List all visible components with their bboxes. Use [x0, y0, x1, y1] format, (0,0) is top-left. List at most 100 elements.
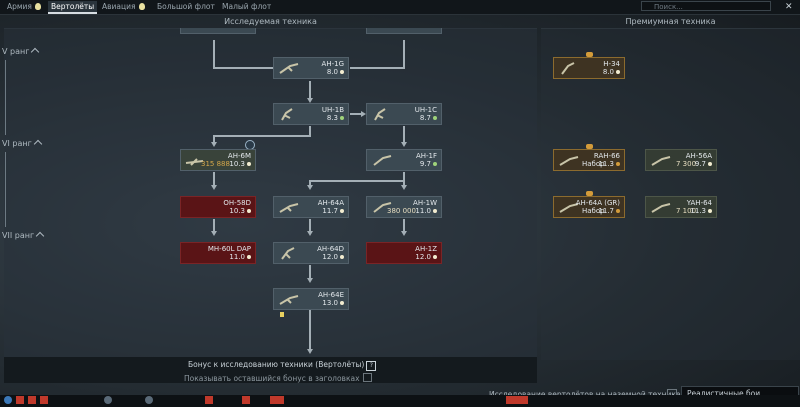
tree-connector: [309, 180, 311, 186]
tab-coastal-fleet[interactable]: Малый флот: [222, 2, 272, 11]
battle-rating-icon: [616, 162, 620, 166]
vehicle-card-ah-1w[interactable]: AH-1W 380 000 11.0: [366, 196, 442, 218]
status-icon[interactable]: [270, 396, 284, 404]
helicopter-icon: [279, 203, 299, 213]
battle-rating-icon: [247, 162, 251, 166]
status-icon[interactable]: [205, 396, 213, 404]
status-icon[interactable]: [4, 396, 12, 404]
tree-connector: [309, 126, 311, 136]
premium-crown-icon: [586, 191, 593, 196]
vehicle-card-ah-64e[interactable]: AH-64E 13.0: [273, 288, 349, 310]
vehicle-card-mh-60l-dap[interactable]: MH-60L DAP 11.0: [180, 242, 256, 264]
vehicle-card-uh-1c[interactable]: UH-1C 8.7: [366, 103, 442, 125]
chevron-up-icon: [35, 231, 45, 241]
tree-connector: [213, 40, 215, 68]
rank-divider: [5, 60, 6, 135]
top-tab-bar: [0, 0, 800, 15]
vehicle-card-ah-6m[interactable]: AH-6M 315 888 10.3: [180, 149, 256, 171]
vehicle-card-ah-64a[interactable]: AH-64A 11.7: [273, 196, 349, 218]
tree-connector: [213, 67, 273, 69]
close-icon[interactable]: ✕: [785, 2, 793, 12]
tab-helicopters[interactable]: Вертолёты: [48, 1, 98, 14]
premium-card-h-34[interactable]: H-34 8.0: [553, 57, 625, 79]
arrow-down-icon: [307, 98, 313, 103]
rank-6-label[interactable]: VI ранг: [2, 139, 43, 149]
status-icon[interactable]: [104, 396, 112, 404]
arrow-down-icon: [401, 185, 407, 190]
rank-5-label[interactable]: V ранг: [2, 47, 40, 57]
arrow-down-icon: [211, 185, 217, 190]
tree-connector: [309, 265, 311, 279]
chevron-up-icon: [31, 47, 40, 57]
premium-card-ah-56a[interactable]: AH-56A 7 300 9.7: [645, 149, 717, 171]
arrow-down-icon: [307, 278, 313, 283]
helicopter-icon: [281, 247, 295, 260]
premium-panel: [541, 28, 800, 360]
shield-icon: [433, 116, 437, 120]
search-input[interactable]: Поиск...: [641, 1, 771, 11]
tree-connector: [309, 310, 311, 350]
helicopter-icon: [559, 203, 579, 213]
tab-army[interactable]: Армия: [4, 1, 44, 13]
status-icon[interactable]: [16, 396, 24, 404]
tree-connector: [350, 113, 362, 115]
rank-7-label[interactable]: VII ранг: [2, 231, 45, 241]
bulb-icon: [138, 3, 145, 10]
vehicle-card-oh-58d[interactable]: OH-58D 10.3: [180, 196, 256, 218]
battle-rating-icon: [340, 301, 344, 305]
status-icon[interactable]: [40, 396, 48, 404]
helicopter-icon: [373, 155, 392, 166]
battle-rating-icon: [247, 255, 251, 259]
status-icon[interactable]: [28, 396, 36, 404]
shield-icon: [340, 116, 344, 120]
premium-card-ah-64a-gr[interactable]: AH-64A (GR) Набор 11.7: [553, 196, 625, 218]
arrow-down-icon: [211, 231, 217, 236]
arrow-down-icon: [307, 231, 313, 236]
premium-card-rah-66[interactable]: RAH-66 Набор 11.3: [553, 149, 625, 171]
battle-rating-icon: [340, 255, 344, 259]
helicopter-icon: [374, 108, 386, 121]
vehicle-card-ah-64d[interactable]: AH-64D 12.0: [273, 242, 349, 264]
helicopter-icon: [281, 108, 293, 121]
premium-crown-icon: [586, 144, 593, 149]
arrow-down-icon: [307, 185, 313, 190]
tree-connector: [403, 219, 405, 232]
premium-header: Премиумная техника: [541, 16, 800, 29]
show-remaining-bonus-toggle[interactable]: Показывать оставшийся бонус в заголовках: [184, 373, 372, 383]
tab-aviation[interactable]: Авиация: [99, 1, 148, 13]
checkbox[interactable]: [362, 373, 372, 382]
arrow-down-icon: [401, 142, 407, 147]
arrow-down-icon: [401, 231, 407, 236]
previous-vehicle-card: [366, 28, 442, 34]
helicopter-icon: [651, 203, 671, 213]
vehicle-card-ah-1g[interactable]: AH-1G 8.0: [273, 57, 349, 79]
tree-connector: [309, 219, 311, 232]
vehicle-card-uh-1b[interactable]: UH-1B 8.3: [273, 103, 349, 125]
status-icon[interactable]: [506, 396, 528, 404]
bottom-status-bar: [0, 395, 800, 407]
tree-connector: [213, 219, 215, 232]
battle-rating-icon: [340, 70, 344, 74]
helicopter-icon: [373, 202, 392, 213]
tree-connector: [309, 81, 311, 99]
previous-vehicle-card: [180, 28, 256, 34]
vehicle-card-ah-1f[interactable]: AH-1F 9.7: [366, 149, 442, 171]
vehicle-card-ah-1z[interactable]: AH-1Z 12.0: [366, 242, 442, 264]
status-icon[interactable]: [242, 396, 250, 404]
battle-rating-icon: [708, 162, 712, 166]
bulb-icon: [34, 3, 41, 10]
status-icon[interactable]: [145, 396, 153, 404]
tree-connector: [403, 40, 405, 68]
helicopter-icon: [561, 62, 575, 75]
premium-crown-icon: [586, 52, 593, 57]
battle-rating-icon: [616, 209, 620, 213]
arrow-down-icon: [211, 142, 217, 147]
helicopter-icon: [279, 63, 299, 74]
tree-connector: [213, 135, 311, 137]
tree-connector: [350, 67, 405, 69]
help-button[interactable]: ?: [366, 361, 377, 371]
tab-bluewater-fleet[interactable]: Большой флот: [157, 2, 215, 11]
arrow-down-icon: [307, 349, 313, 354]
premium-card-yah-64[interactable]: YAH-64 7 100 11.3: [645, 196, 717, 218]
battle-rating-icon: [340, 209, 344, 213]
